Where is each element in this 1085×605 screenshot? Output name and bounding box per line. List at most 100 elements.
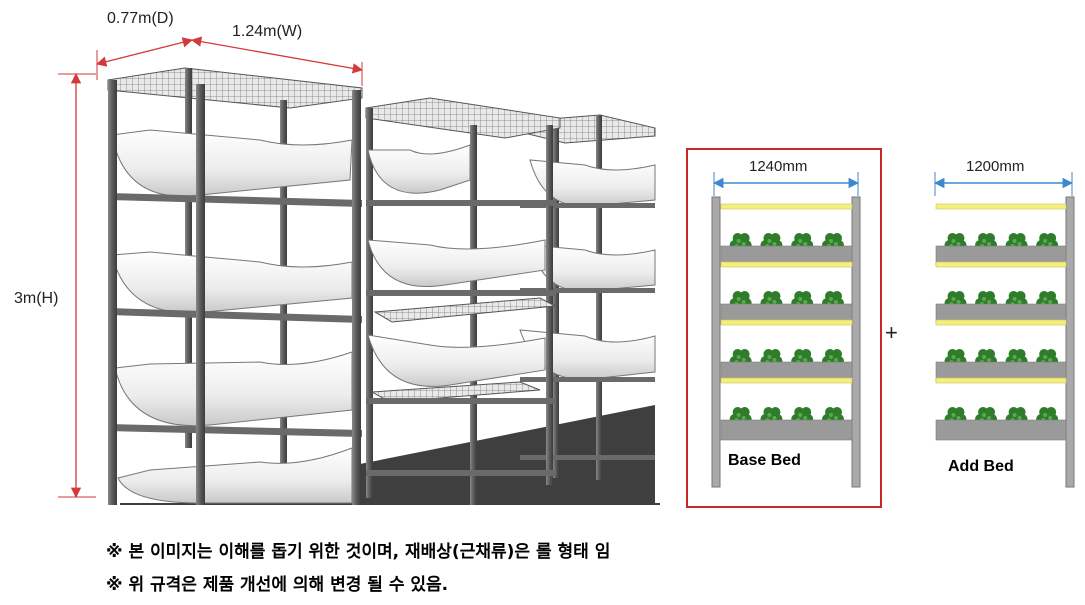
plant-leaf <box>1046 407 1057 417</box>
height-label: 3m(H) <box>14 290 59 307</box>
bed-tray <box>720 419 853 441</box>
plant-highlight <box>803 300 808 304</box>
plant-highlight <box>1048 416 1053 420</box>
plant-highlight <box>772 300 777 304</box>
plant-highlight <box>982 239 987 243</box>
plant-highlight <box>987 416 992 420</box>
plant-highlight <box>1048 300 1053 304</box>
plant-leaf <box>954 233 965 243</box>
plant-highlight <box>951 239 956 243</box>
plant-highlight <box>1017 242 1022 246</box>
plant-icon <box>944 349 967 366</box>
base-bed-schematic <box>711 172 861 488</box>
plant-leaf <box>954 407 965 417</box>
plant-highlight <box>741 300 746 304</box>
add-bed-width-label: 1200mm <box>966 158 1025 175</box>
pole <box>366 108 373 498</box>
plant-highlight <box>1017 358 1022 362</box>
plant-highlight <box>956 416 961 420</box>
depth-label: 0.77m(D) <box>107 10 174 27</box>
plant-leaf <box>954 349 965 359</box>
plant-leaf <box>1015 349 1026 359</box>
shelf-bar <box>520 288 655 293</box>
shelf-bar <box>520 203 655 208</box>
plant-highlight <box>736 413 741 417</box>
plant-highlight <box>951 355 956 359</box>
plant-leaf <box>1015 233 1026 243</box>
plant-highlight <box>798 297 803 301</box>
trough <box>529 244 656 292</box>
plant-leaf <box>1046 233 1057 243</box>
grow-light-bar <box>720 377 853 384</box>
grow-light-bar <box>720 203 853 210</box>
plant-highlight <box>834 300 839 304</box>
plant-highlight <box>1012 355 1017 359</box>
plant-highlight <box>1012 239 1017 243</box>
plant-highlight <box>829 355 834 359</box>
grow-light-bar <box>935 203 1067 210</box>
shelf-top-1 <box>107 67 363 109</box>
plant-highlight <box>1017 416 1022 420</box>
plant-highlight <box>798 413 803 417</box>
plant-icon <box>944 291 967 308</box>
shelf-bar <box>108 308 362 323</box>
plant-leaf <box>1015 407 1026 417</box>
grow-light-bar <box>935 261 1067 268</box>
plant-highlight <box>1043 355 1048 359</box>
rack-unit-1 <box>107 67 363 505</box>
plant-highlight <box>1043 297 1048 301</box>
plant-highlight <box>956 300 961 304</box>
grow-light-bar <box>935 377 1067 384</box>
plant-highlight <box>834 416 839 420</box>
plant-leaf <box>739 349 750 359</box>
plant-icon <box>791 291 814 308</box>
shelf-top-2 <box>365 97 561 139</box>
plant-leaf <box>739 291 750 301</box>
plant-leaf <box>832 233 843 243</box>
note-line-1: ※ 본 이미지는 이해를 돕기 위한 것이며, 재배상(근채류)은 롤 형태 임 <box>106 542 611 562</box>
plant-highlight <box>741 416 746 420</box>
rack-illustration <box>58 36 660 505</box>
floor <box>320 405 655 503</box>
plant-leaf <box>770 407 781 417</box>
base-bed-highlight-box <box>686 148 882 508</box>
plant-leaf <box>801 291 812 301</box>
plant-highlight <box>1012 297 1017 301</box>
trough <box>114 351 353 427</box>
plant-highlight <box>767 355 772 359</box>
bed-tray <box>935 419 1067 441</box>
trough <box>117 447 353 504</box>
shelf-bar <box>520 455 655 460</box>
plant-highlight <box>741 242 746 246</box>
pole <box>553 118 559 478</box>
shelf-bar <box>366 398 556 404</box>
plant-highlight <box>1043 413 1048 417</box>
plant-highlight <box>736 239 741 243</box>
plant-highlight <box>767 413 772 417</box>
shelf-bar <box>108 193 362 207</box>
plant-highlight <box>1043 239 1048 243</box>
plant-highlight <box>1012 413 1017 417</box>
plant-highlight <box>767 239 772 243</box>
plant-highlight <box>803 358 808 362</box>
trough <box>367 144 471 194</box>
plant-highlight <box>798 355 803 359</box>
note-line-2: ※ 위 규격은 제품 개선에 의해 변경 될 수 있음. <box>106 575 449 595</box>
plant-highlight <box>987 242 992 246</box>
bed-post-left <box>711 196 721 488</box>
plant-highlight <box>798 239 803 243</box>
plant-leaf <box>801 233 812 243</box>
trough <box>367 239 546 287</box>
plant-leaf <box>832 291 843 301</box>
plant-leaf <box>985 349 996 359</box>
add-bed-schematic <box>933 172 1075 488</box>
plant-highlight <box>1048 358 1053 362</box>
plant-highlight <box>982 413 987 417</box>
add-bed-label: Add Bed <box>948 458 1014 475</box>
plus-sign: + <box>885 320 898 345</box>
shelf-bar <box>520 377 655 382</box>
plant-highlight <box>982 297 987 301</box>
pole <box>196 84 205 505</box>
plant-leaf <box>832 407 843 417</box>
